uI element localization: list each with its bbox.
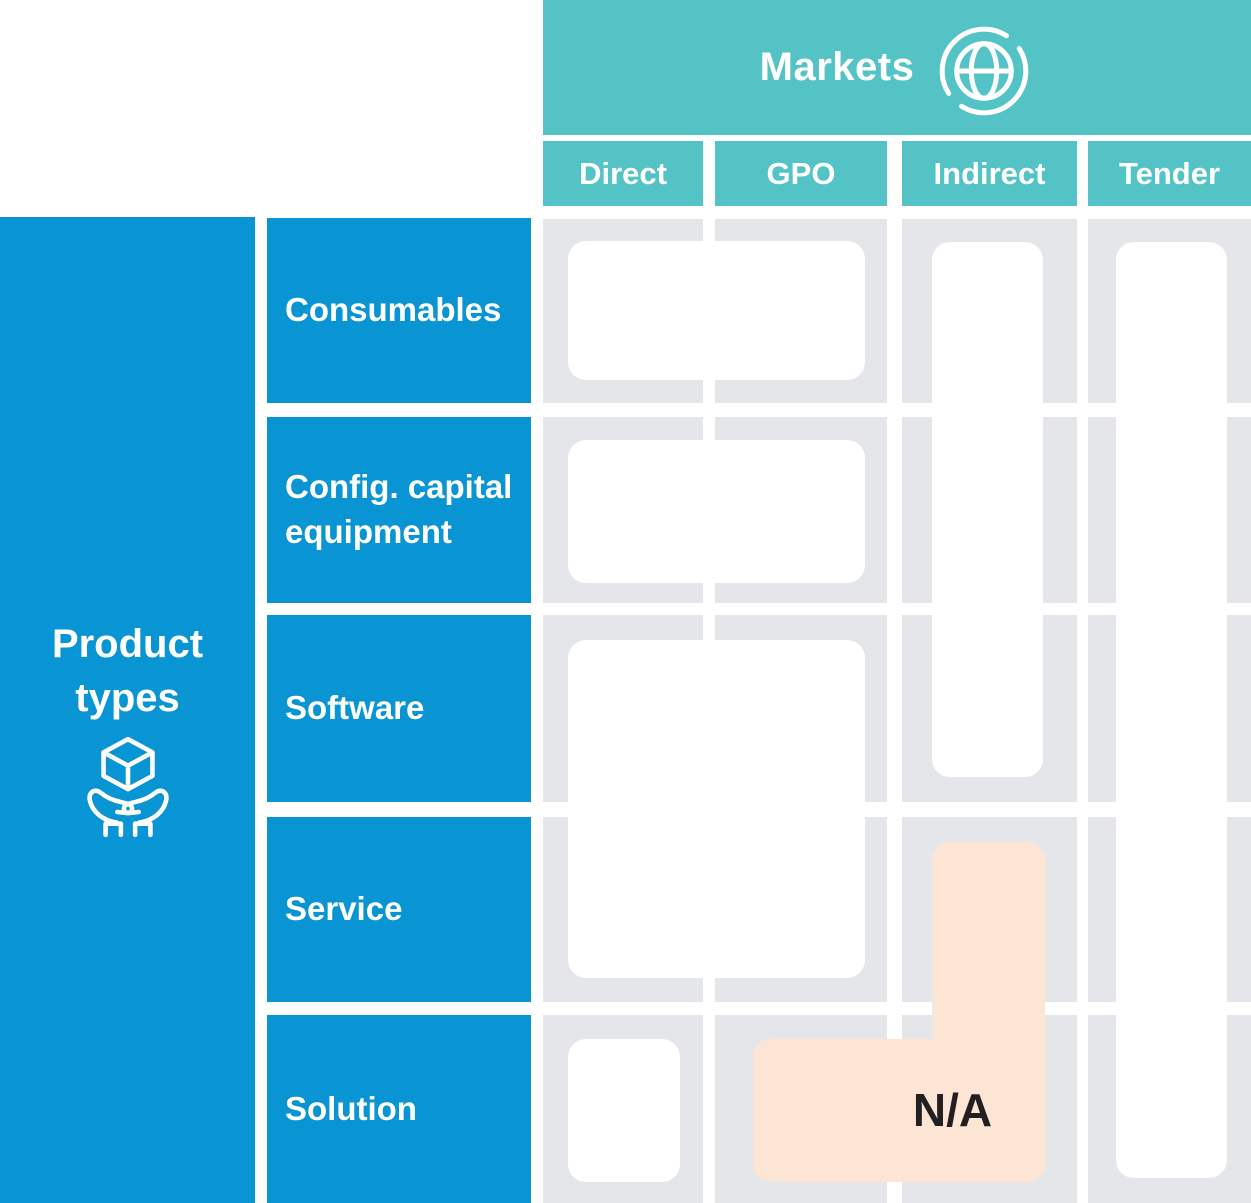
hands-holding-box-icon (72, 729, 184, 841)
product-types-sidebar: Product types (0, 217, 255, 1203)
globe-icon (934, 21, 1034, 121)
markets-title: Markets (759, 45, 915, 89)
coverage-config-direct-gpo (568, 440, 865, 583)
row-label-solution: Solution (267, 1015, 531, 1203)
column-header-direct: Direct (543, 141, 703, 206)
coverage-consumables-direct-gpo (568, 241, 865, 380)
coverage-software-service-direct-gpo (568, 640, 865, 978)
na-label: N/A (912, 1084, 993, 1136)
product-types-title: Product types (51, 622, 204, 720)
row-label-config-capital-equipment: Config. capital equipment (267, 417, 531, 603)
row-label-software: Software (267, 615, 531, 802)
row-label-consumables: Consumables (267, 218, 531, 403)
coverage-indirect-rows1-3 (932, 242, 1043, 777)
na-region-solution-horizontal (753, 1039, 1045, 1182)
column-header-tender: Tender (1088, 141, 1251, 206)
column-header-indirect: Indirect (902, 141, 1077, 206)
column-header-gpo: GPO (715, 141, 887, 206)
coverage-tender-rows1-5 (1116, 242, 1227, 1178)
coverage-solution-direct (568, 1039, 680, 1182)
row-label-service: Service (267, 817, 531, 1002)
markets-header-bar: Markets (543, 0, 1251, 135)
